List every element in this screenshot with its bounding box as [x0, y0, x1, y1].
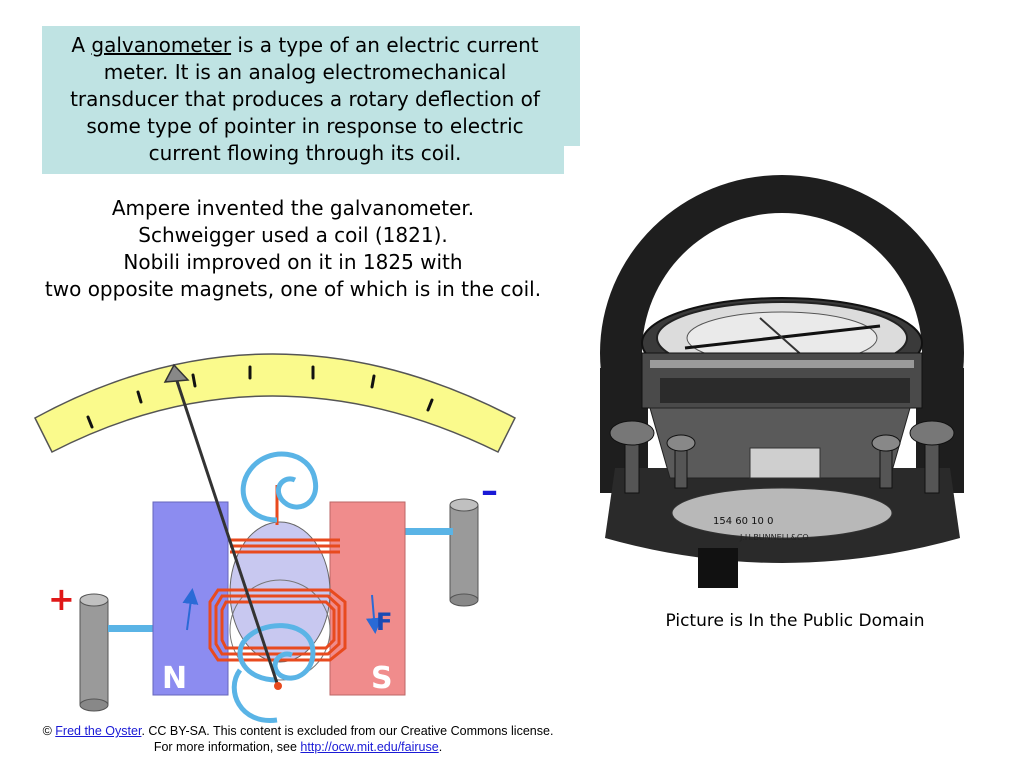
north-label: N: [162, 661, 187, 696]
pointer-tip: [163, 363, 190, 383]
history-line-4: two opposite magnets, one of which is in…: [44, 277, 542, 301]
positive-terminal: [79, 593, 109, 712]
history-text: Ampere invented the galvanometer. Schwei…: [20, 195, 566, 303]
plus-label: +: [48, 580, 75, 618]
minus-label: –: [481, 471, 498, 511]
history-line-3: Nobili improved on it in 1825 with: [123, 250, 463, 274]
fairuse-link[interactable]: http://ocw.mit.edu/fairuse: [300, 740, 439, 754]
spiral-springs: [231, 451, 319, 723]
photo-caption: Picture is In the Public Domain: [665, 611, 925, 631]
south-label: S: [371, 661, 393, 696]
meter-scale: [34, 353, 517, 454]
definition-text: A galvanometer is a type of an electric …: [52, 32, 558, 167]
definition-prefix: A: [71, 33, 92, 57]
history-line-2: Schweigger used a coil (1821).: [138, 223, 448, 247]
galvanometer-diagram: + – N S F: [34, 353, 517, 723]
pointer-needle: [173, 374, 280, 687]
copyright-end: .: [438, 740, 443, 754]
copyright-text: . CC BY-SA. This content is excluded fro…: [141, 724, 554, 754]
photo-plate-text: J.H.BUNNELL&CO: [739, 533, 809, 542]
scale-ticks: [86, 365, 434, 429]
galvanometer-link[interactable]: galvanometer: [91, 33, 232, 57]
definition-rest: is a type of an electric current meter. …: [70, 33, 540, 165]
force-label: F: [376, 608, 392, 636]
author-link[interactable]: Fred the Oyster: [55, 724, 142, 738]
iron-core: [229, 521, 331, 663]
galvanometer-photo: J.H.BUNNELL&CO 154 60 10 0: [590, 168, 980, 588]
definition-box: [42, 26, 564, 174]
copyright-notice: © Fred the Oyster. CC BY-SA. This conten…: [36, 723, 560, 755]
history-line-1: Ampere invented the galvanometer.: [111, 196, 475, 220]
definition-box-edge: [564, 26, 580, 146]
photo-dial-text: 154 60 10 0: [713, 516, 773, 527]
copyright-symbol: ©: [42, 724, 52, 738]
negative-terminal: [449, 498, 479, 607]
